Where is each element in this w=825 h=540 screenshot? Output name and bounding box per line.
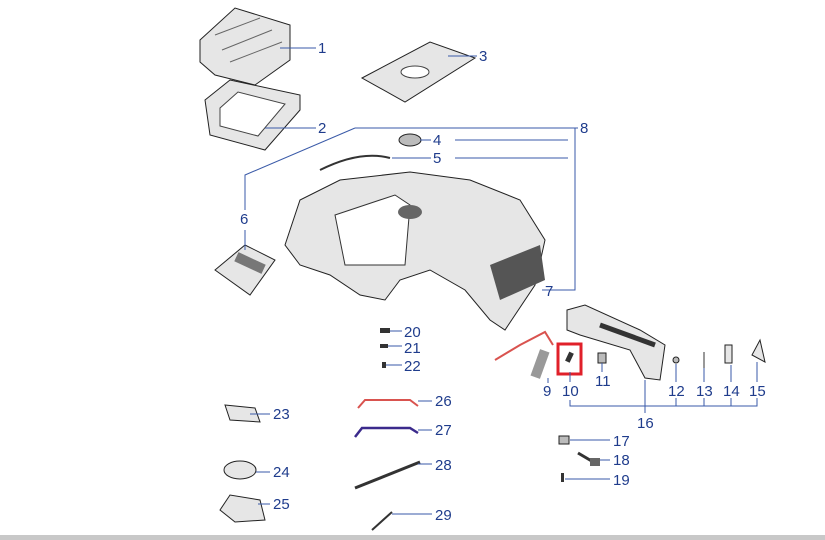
label-21: 21 xyxy=(404,340,421,357)
part-27-blue-cable[interactable] xyxy=(354,426,419,438)
label-7: 7 xyxy=(545,283,553,300)
label-6: 6 xyxy=(240,211,248,228)
part-4-knob[interactable] xyxy=(398,133,422,147)
label-28: 28 xyxy=(435,457,452,474)
part-26-red-cable[interactable] xyxy=(357,399,419,409)
label-16: 16 xyxy=(637,415,654,432)
label-3: 3 xyxy=(479,48,487,65)
label-23: 23 xyxy=(273,406,290,423)
label-19: 19 xyxy=(613,472,630,489)
part-29-cable[interactable] xyxy=(371,511,393,531)
label-18: 18 xyxy=(613,452,630,469)
part-2-frame[interactable] xyxy=(204,79,301,151)
part-28-cable[interactable] xyxy=(354,460,421,490)
part-7-body-housing[interactable] xyxy=(284,171,546,331)
label-8: 8 xyxy=(580,120,588,137)
label-11: 11 xyxy=(595,373,611,390)
part-3-top-panel[interactable] xyxy=(360,41,477,103)
part-24-coil[interactable] xyxy=(223,460,257,480)
part-5-cable[interactable] xyxy=(319,154,391,171)
part-17-block[interactable] xyxy=(558,435,570,445)
label-4: 4 xyxy=(433,132,441,149)
label-5: 5 xyxy=(433,150,441,167)
label-1: 1 xyxy=(318,40,326,57)
label-22: 22 xyxy=(404,358,421,375)
part-22-screw[interactable] xyxy=(382,362,386,368)
label-20: 20 xyxy=(404,324,421,341)
part-21-screw[interactable] xyxy=(380,344,388,348)
label-26: 26 xyxy=(435,393,452,410)
part-20-screw[interactable] xyxy=(380,328,390,333)
part-9-cable-sensor[interactable] xyxy=(494,330,554,379)
part-16-bumper-bracket[interactable] xyxy=(566,304,666,381)
part-10-connector[interactable] xyxy=(565,351,574,363)
label-13: 13 xyxy=(696,383,713,400)
part-19-pin[interactable] xyxy=(561,473,564,482)
label-14: 14 xyxy=(723,383,740,400)
label-27: 27 xyxy=(435,422,452,439)
part-12-nut[interactable] xyxy=(672,356,680,364)
label-17: 17 xyxy=(613,433,630,450)
part-1-cover-lid[interactable] xyxy=(199,7,291,86)
bottom-scroll-bar[interactable] xyxy=(0,535,825,540)
part-6-keypad[interactable] xyxy=(214,244,276,296)
part-15-hook[interactable] xyxy=(751,338,766,363)
label-25: 25 xyxy=(273,496,290,513)
label-15: 15 xyxy=(749,383,766,400)
part-labels: 1 2 3 4 5 6 7 8 9 10 11 12 13 14 15 16 1… xyxy=(240,40,766,524)
label-12: 12 xyxy=(668,383,685,400)
label-9: 9 xyxy=(543,383,551,400)
label-29: 29 xyxy=(435,507,452,524)
part-18-bolt[interactable] xyxy=(577,451,600,466)
part-11-clip[interactable] xyxy=(597,352,607,364)
label-10: 10 xyxy=(562,383,579,400)
leader-lines xyxy=(244,47,758,515)
part-23-board[interactable] xyxy=(224,404,261,423)
label-2: 2 xyxy=(318,120,326,137)
label-24: 24 xyxy=(273,464,290,481)
part-14-latch[interactable] xyxy=(724,344,733,364)
part-25-base-board[interactable] xyxy=(219,494,266,523)
